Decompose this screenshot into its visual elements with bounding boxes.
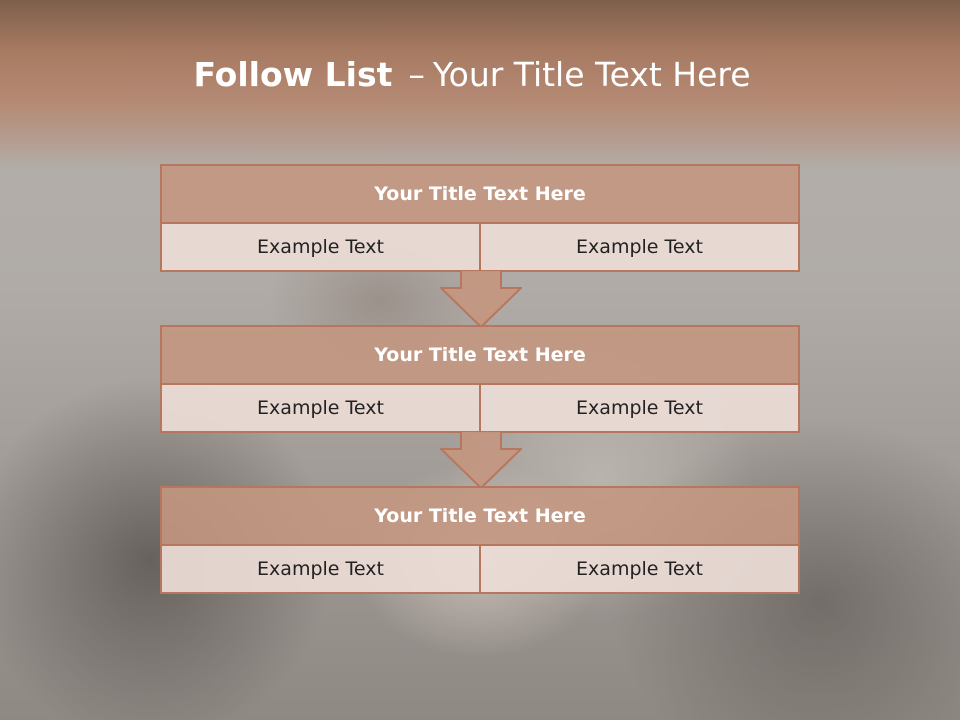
list-block-1: Your Title Text Here Example Text Exampl… bbox=[160, 164, 800, 272]
block-row: Example Text Example Text bbox=[162, 224, 798, 270]
block-cell-left: Example Text bbox=[162, 546, 479, 592]
list-block-3: Your Title Text Here Example Text Exampl… bbox=[160, 486, 800, 594]
block-cell-left: Example Text bbox=[162, 224, 479, 270]
block-title: Your Title Text Here bbox=[162, 488, 798, 546]
title-rest: Your Title Text Here bbox=[432, 55, 751, 94]
header-band bbox=[0, 0, 960, 170]
block-cell-right: Example Text bbox=[479, 224, 798, 270]
block-row: Example Text Example Text bbox=[162, 546, 798, 592]
block-cell-right: Example Text bbox=[479, 546, 798, 592]
block-row: Example Text Example Text bbox=[162, 385, 798, 431]
list-block-2: Your Title Text Here Example Text Exampl… bbox=[160, 325, 800, 433]
title-strong: Follow List bbox=[193, 55, 393, 94]
block-title: Your Title Text Here bbox=[162, 327, 798, 385]
block-cell-left: Example Text bbox=[162, 385, 479, 431]
block-title: Your Title Text Here bbox=[162, 166, 798, 224]
block-cell-right: Example Text bbox=[479, 385, 798, 431]
slide-title: Follow List–Your Title Text Here bbox=[0, 54, 944, 96]
down-arrow-icon bbox=[440, 431, 522, 489]
down-arrow-icon bbox=[440, 270, 522, 328]
title-separator: – bbox=[408, 55, 425, 94]
